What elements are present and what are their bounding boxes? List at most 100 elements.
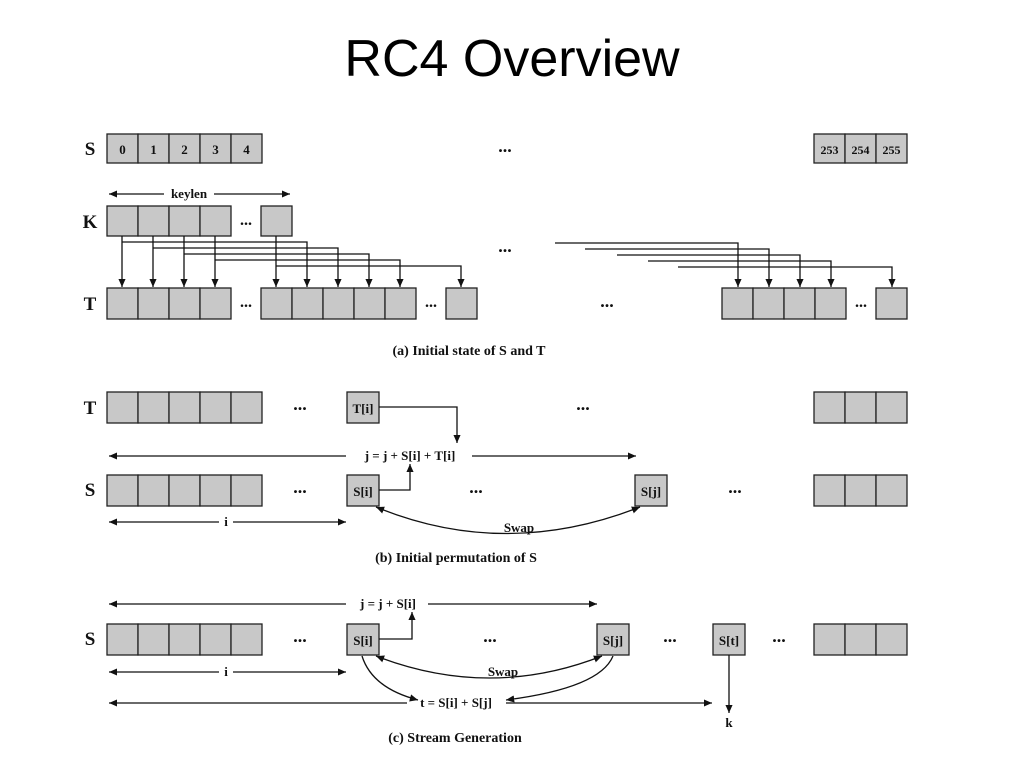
t-cell xyxy=(384,287,417,320)
s-j-label: S[j] xyxy=(641,484,661,499)
k-to-t-arrow xyxy=(678,266,896,287)
ellipsis: ... xyxy=(293,394,307,414)
t-cell xyxy=(814,287,847,320)
s-cell xyxy=(106,623,139,656)
s-cell xyxy=(199,623,232,656)
k-cell xyxy=(199,205,232,237)
s-cell xyxy=(813,623,846,656)
t-cell xyxy=(322,287,355,320)
s-cell xyxy=(137,133,170,164)
s-cell-label: 1 xyxy=(150,142,157,157)
t-cell xyxy=(199,287,232,320)
ellipsis: ... xyxy=(600,291,614,311)
t-cell xyxy=(199,391,232,424)
t-cell xyxy=(844,391,877,424)
s-j-cell xyxy=(596,623,630,656)
s-cell xyxy=(168,133,201,164)
s-array xyxy=(106,474,908,507)
s-cell xyxy=(813,474,846,507)
t-cell xyxy=(168,287,201,320)
k-array xyxy=(106,205,293,237)
t-i-label: T[i] xyxy=(353,401,374,416)
k-to-t-arrow xyxy=(555,242,742,287)
k-to-t-arrow xyxy=(617,254,804,287)
k-cell xyxy=(260,205,293,237)
keylen-label: keylen xyxy=(171,186,208,201)
t-cell xyxy=(137,287,170,320)
ellipsis: ... xyxy=(855,294,867,311)
k-to-t-arrow xyxy=(585,248,773,287)
t-cell xyxy=(260,287,293,320)
s-i-to-t-arrow xyxy=(361,655,419,702)
t-cell xyxy=(783,287,816,320)
s-i-cell xyxy=(346,474,380,507)
s-cell-label: 253 xyxy=(821,143,839,157)
t-cell xyxy=(875,287,908,320)
t-cell xyxy=(813,391,846,424)
ellipsis: ... xyxy=(483,626,497,646)
t-cell xyxy=(137,391,170,424)
k-cell xyxy=(137,205,170,237)
t-cell xyxy=(168,391,201,424)
row-label-s: S xyxy=(85,139,96,160)
s-t-label: S[t] xyxy=(719,633,739,648)
s-cell xyxy=(168,623,201,656)
panel-b: T T[i] ... ... j = j + S[i] + T[i] S xyxy=(84,391,908,566)
panel-c-caption: (c) Stream Generation xyxy=(388,731,522,746)
s-cell xyxy=(844,474,877,507)
s-cell xyxy=(813,133,846,164)
s-j-cell xyxy=(634,474,668,507)
ellipsis: ... xyxy=(498,236,512,256)
row-label-s: S xyxy=(85,629,96,650)
s-i-label: S[i] xyxy=(353,484,373,499)
swap-arrow xyxy=(375,655,603,679)
s-cell-label: 0 xyxy=(119,142,126,157)
s-i-arrow xyxy=(379,464,414,491)
t-i-arrow xyxy=(379,406,461,443)
s-i-label: S[i] xyxy=(353,633,373,648)
s-cell-label: 3 xyxy=(212,142,219,157)
swap-label: Swap xyxy=(504,520,534,535)
ellipsis: ... xyxy=(240,294,252,311)
t-array xyxy=(106,391,908,424)
k-to-t-arrow xyxy=(215,259,404,287)
t-formula: t = S[i] + S[j] xyxy=(420,695,492,710)
k-cell xyxy=(168,205,201,237)
s-i-cell xyxy=(346,623,380,656)
row-label-s: S xyxy=(85,480,96,501)
t-cell xyxy=(106,391,139,424)
j-formula: j = j + S[i] + T[i] xyxy=(364,448,456,463)
t-cell xyxy=(230,391,263,424)
s-cell xyxy=(106,133,139,164)
slide-title: RC4 Overview xyxy=(344,30,680,88)
s-cell xyxy=(875,623,908,656)
k-to-t-arrow xyxy=(184,253,373,287)
s-i-arrow xyxy=(379,612,416,640)
s-cell xyxy=(199,474,232,507)
s-cell xyxy=(137,623,170,656)
t-cell xyxy=(106,287,139,320)
k-to-t-arrow xyxy=(276,265,465,287)
t-cell xyxy=(721,287,754,320)
s-cell-label: 254 xyxy=(852,143,870,157)
row-label-k: K xyxy=(83,212,98,233)
panel-a: S 0 1 2 3 4 ... 253 254 255 keylen K xyxy=(83,133,908,359)
swap-arrow xyxy=(375,506,641,535)
s-cell xyxy=(230,133,263,164)
t-cell xyxy=(291,287,324,320)
panel-b-caption: (b) Initial permutation of S xyxy=(375,551,537,566)
ellipsis: ... xyxy=(728,477,742,497)
s-j-to-t-arrow xyxy=(505,655,614,703)
s-array xyxy=(106,623,908,656)
ellipsis: ... xyxy=(663,626,677,646)
panel-c: j = j + S[i] S S[i] S[j] S[t] ... ... ..… xyxy=(85,596,908,746)
s-cell xyxy=(137,474,170,507)
t-cell xyxy=(445,287,478,320)
ellipsis: ... xyxy=(293,626,307,646)
swap-label: Swap xyxy=(488,664,518,679)
s-cell xyxy=(230,474,263,507)
s-array-end: 253 254 255 xyxy=(813,133,908,164)
ellipsis: ... xyxy=(240,212,252,229)
t-cell xyxy=(353,287,386,320)
